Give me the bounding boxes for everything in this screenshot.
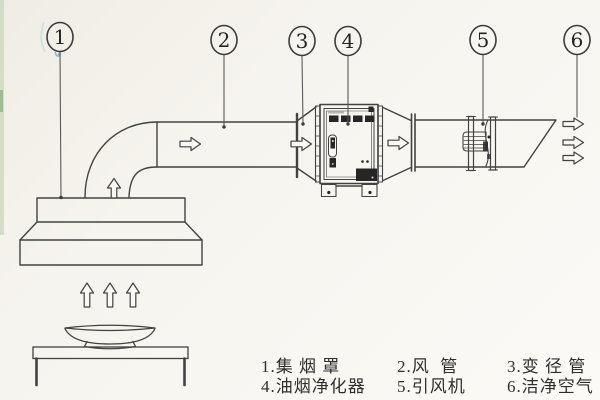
leader-1 bbox=[59, 51, 62, 198]
lock-dot bbox=[331, 163, 334, 165]
fan-plate-caps bbox=[466, 116, 498, 171]
stove bbox=[32, 346, 189, 387]
fan bbox=[462, 115, 498, 172]
leader-3 bbox=[301, 54, 304, 125]
airflow-arrows bbox=[79, 135, 410, 308]
leader-dot-2 bbox=[222, 125, 226, 129]
clean-air-arrow-3 bbox=[562, 151, 585, 165]
fan-hub bbox=[483, 141, 488, 152]
purifier-handle-outline bbox=[328, 134, 337, 158]
scan-edge-speck bbox=[0, 90, 3, 112]
purifier-indicator-1 bbox=[329, 115, 339, 122]
callout-circle-1 bbox=[46, 21, 74, 53]
fan-detail-block bbox=[487, 154, 491, 159]
discharge-duct-lines bbox=[415, 119, 557, 168]
reducer-inlet-cone bbox=[296, 106, 317, 182]
callout-number-3: 3 bbox=[296, 29, 309, 53]
inlet-reducer-flow-arrow bbox=[290, 136, 313, 152]
purifier-label-plate bbox=[356, 168, 377, 181]
clean-air-arrow-1 bbox=[562, 117, 585, 131]
hood-section-lines bbox=[19, 221, 203, 241]
steam-up-arrow-2 bbox=[102, 282, 118, 308]
fan-motor bbox=[462, 131, 487, 152]
leader-dots bbox=[59, 122, 485, 200]
door-screw-1 bbox=[361, 160, 364, 163]
smoke-hood bbox=[19, 197, 203, 266]
scan-edge-strip bbox=[0, 0, 4, 235]
callout-numbers: 1 2 3 4 5 6 bbox=[54, 25, 584, 53]
air-duct bbox=[156, 112, 299, 179]
outlet-reducer-flow-arrow bbox=[387, 135, 410, 151]
hood-outlet-up-arrow bbox=[106, 177, 122, 199]
purifier bbox=[314, 103, 384, 198]
callout-leaders bbox=[59, 51, 578, 198]
callout-number-1: 1 bbox=[54, 25, 67, 49]
foot-hole-left bbox=[327, 190, 331, 195]
duct-lines bbox=[156, 121, 298, 168]
steam-up-arrow-1 bbox=[79, 282, 95, 308]
clean-air-arrow-2 bbox=[562, 135, 585, 150]
purifier-indicator-2 bbox=[341, 115, 351, 122]
callout-number-4: 4 bbox=[342, 29, 355, 53]
label-plate-dot bbox=[371, 176, 374, 179]
purifier-door bbox=[323, 108, 375, 180]
fan-motor-fins bbox=[463, 136, 487, 149]
exhaust-elbow bbox=[84, 121, 158, 198]
discharge-duct bbox=[415, 119, 557, 168]
clean-air-arrows bbox=[562, 117, 585, 165]
wok-bowl bbox=[64, 327, 156, 345]
purifier-foot-left bbox=[320, 183, 337, 198]
leader-dot-4 bbox=[346, 122, 350, 126]
purifier-handle bbox=[330, 137, 335, 149]
callout-circle-5 bbox=[469, 24, 497, 56]
callout-circles bbox=[46, 21, 591, 57]
fan-plate-left bbox=[467, 115, 475, 172]
purifier-corner-latch bbox=[368, 106, 374, 112]
handle-dot bbox=[331, 140, 334, 142]
duct-flow-arrow bbox=[179, 136, 202, 152]
flange-left-ticks bbox=[315, 115, 321, 177]
scan-blue-arc bbox=[40, 21, 46, 53]
stove-top bbox=[32, 346, 189, 360]
reducer-outlet-cone bbox=[382, 106, 412, 182]
leader-dot-1 bbox=[59, 195, 63, 200]
outlet-duct-flange bbox=[410, 113, 416, 172]
elbow-inner-curve bbox=[128, 166, 158, 198]
stove-legs bbox=[35, 357, 186, 387]
callout-circle-4 bbox=[334, 25, 362, 57]
elbow-outer-curve bbox=[84, 121, 158, 198]
hood-outline bbox=[19, 197, 203, 266]
fan-detail-dot bbox=[487, 135, 491, 139]
purifier-cabinet bbox=[319, 103, 379, 185]
reducer-outlet bbox=[382, 106, 416, 182]
callout-number-6: 6 bbox=[571, 28, 584, 52]
leader-dot-5 bbox=[481, 122, 485, 126]
wok-rim bbox=[64, 324, 156, 332]
callout-number-2: 2 bbox=[218, 28, 231, 52]
purifier-foot-right bbox=[361, 183, 378, 198]
purifier-nameplate-text bbox=[328, 111, 344, 114]
door-screw-2 bbox=[366, 160, 369, 163]
steam-up-arrow-3 bbox=[125, 282, 141, 308]
reducer-inlet bbox=[296, 106, 317, 182]
purifier-lock bbox=[329, 158, 336, 168]
callout-circle-2 bbox=[210, 24, 238, 56]
flange-right-ticks bbox=[378, 115, 383, 177]
leader-dot-3 bbox=[301, 122, 305, 126]
callout-circle-3 bbox=[288, 25, 316, 57]
callout-circle-6 bbox=[563, 24, 591, 56]
wok bbox=[64, 324, 156, 350]
purifier-indicator-3 bbox=[353, 115, 363, 122]
purifier-door-inner bbox=[326, 110, 372, 178]
scan-artifacts bbox=[0, 0, 62, 235]
fan-plate-right bbox=[489, 116, 497, 171]
purifier-indicator-4 bbox=[365, 115, 375, 122]
callout-number-5: 5 bbox=[477, 28, 490, 52]
foot-hole-right bbox=[368, 190, 372, 195]
purifier-details bbox=[327, 106, 491, 195]
